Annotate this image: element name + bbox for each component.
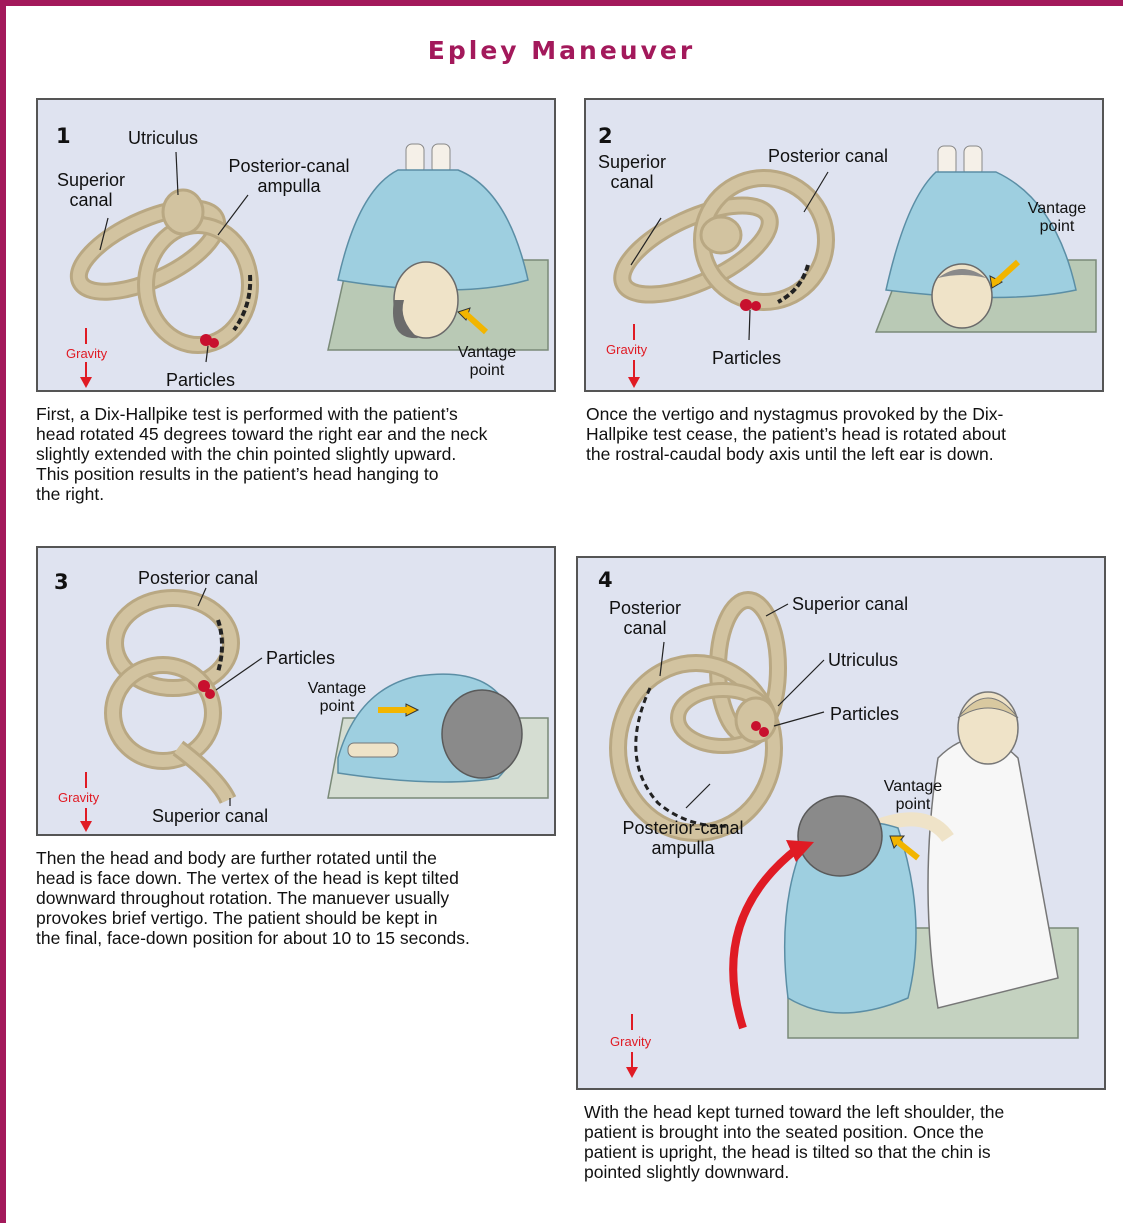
panel-3-caption: Then the head and body are further rotat…	[36, 848, 470, 948]
gravity-label: Gravity	[606, 342, 647, 357]
label-utriculus: Utriculus	[828, 650, 898, 670]
panel-3-illustration	[38, 548, 556, 836]
label-particles: Particles	[712, 348, 781, 368]
label-posterior-canal: Posterior canal	[138, 568, 258, 588]
label-superior-canal: Superior canal	[152, 806, 268, 826]
label-particles: Particles	[166, 370, 235, 390]
gravity-label: Gravity	[66, 346, 107, 361]
panel-4-caption: With the head kept turned toward the lef…	[584, 1102, 1004, 1182]
panel-2-number: 2	[598, 124, 613, 148]
label-particles: Particles	[266, 648, 335, 668]
panel-3-number: 3	[54, 570, 69, 594]
label-posterior-canal: Posterior canal	[768, 146, 888, 166]
panel-1-caption: First, a Dix-Hallpike test is performed …	[36, 404, 487, 504]
label-superior-canal: Superior canal	[792, 594, 908, 614]
panel-2-illustration	[586, 100, 1104, 392]
gravity-label: Gravity	[610, 1034, 651, 1049]
gravity-label: Gravity	[58, 790, 99, 805]
panel-1-number: 1	[56, 124, 71, 148]
panel-2-caption: Once the vertigo and nystagmus provoked …	[586, 404, 1006, 464]
panel-4-number: 4	[598, 568, 613, 592]
label-particles: Particles	[830, 704, 899, 724]
panel-3: 3 Posterior canal Particles Superior can…	[36, 546, 556, 836]
page-title: Epley Maneuver	[0, 36, 1123, 65]
label-utriculus: Utriculus	[128, 128, 198, 148]
